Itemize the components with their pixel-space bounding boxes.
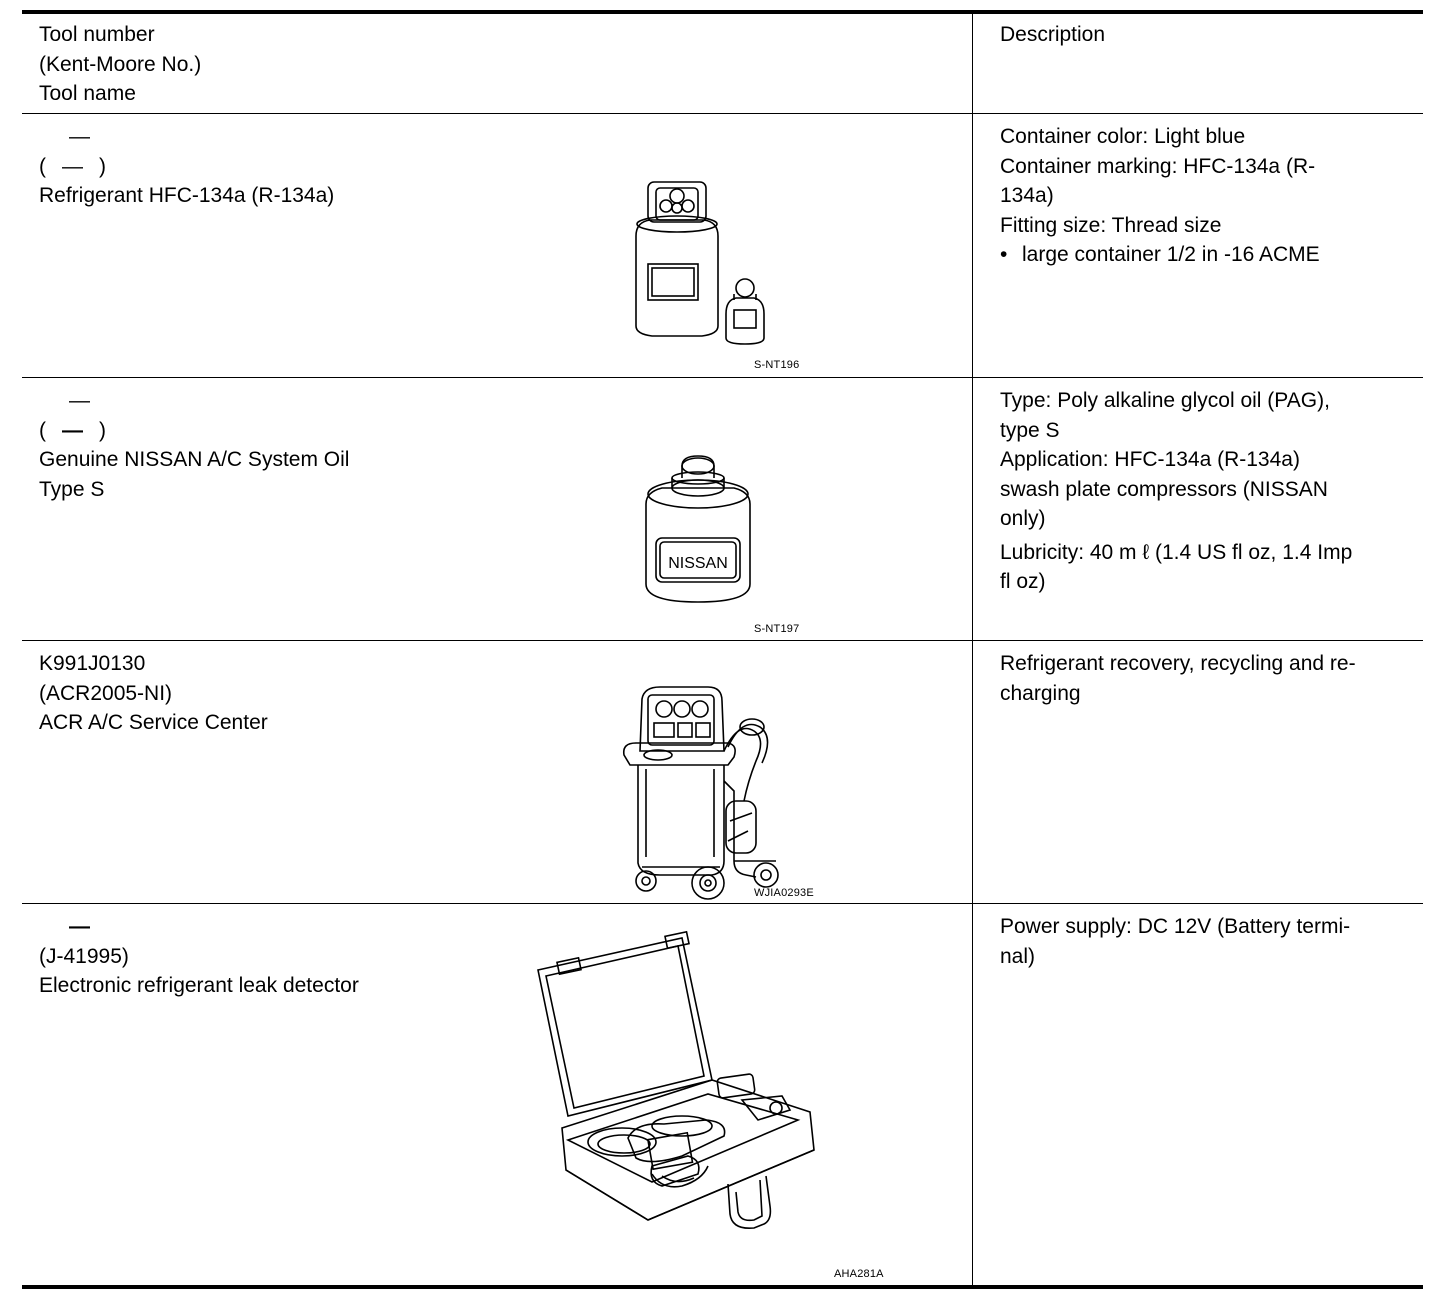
kent-moore-number: (—) <box>39 418 106 442</box>
row-divider <box>22 377 1423 378</box>
description-line: Container color: Light blue <box>1000 125 1246 148</box>
leak-detector-case-illustration <box>532 930 822 1240</box>
tool-number: — <box>69 125 90 148</box>
description-line: Refrigerant recovery, recycling and re- <box>1000 652 1356 675</box>
description-line: Type: Poly alkaline glycol oil (PAG), <box>1000 389 1330 412</box>
description-cell: Container color: Light blue Container ma… <box>1000 122 1410 270</box>
header-description: Description <box>1000 23 1106 46</box>
table-row: — (J-41995) Electronic refrigerant leak … <box>22 904 1423 1285</box>
table-top-rule <box>22 10 1423 14</box>
tool-name: Electronic refrigerant leak detector <box>39 974 359 997</box>
description-line: swash plate compressors (NISSAN <box>1000 477 1328 501</box>
special-service-tools-table: Tool number (Kent-Moore No.) Tool name D… <box>22 10 1423 1289</box>
tool-cell: — (J-41995) Electronic refrigerant leak … <box>39 912 939 1001</box>
description-line: Application: HFC-134a (R-134a) <box>1000 448 1300 471</box>
table-row: — (—) Refrigerant HFC-134a (R-134a) <box>22 114 1423 377</box>
header-tool-number: Tool number <box>39 23 155 46</box>
row-divider <box>22 640 1423 641</box>
tool-number: — <box>69 915 90 938</box>
table-row: K991J0130 (ACR2005-NI) ACR A/C Service C… <box>22 641 1423 903</box>
header-description-cell: Description <box>1000 20 1410 50</box>
tool-cell: K991J0130 (ACR2005-NI) ACR A/C Service C… <box>39 649 939 738</box>
bullet-item: •large container 1/2 in -16 ACME <box>1000 243 1320 266</box>
header-tool-name: Tool name <box>39 82 136 105</box>
table-header-row: Tool number (Kent-Moore No.) Tool name D… <box>22 14 1423 113</box>
tool-number: — <box>69 389 90 412</box>
figure-code: AHA281A <box>834 1268 884 1280</box>
column-divider <box>972 14 973 1285</box>
acr-service-center-illustration <box>616 681 796 901</box>
tool-name: Type S <box>39 477 105 501</box>
refrigerant-container-illustration <box>622 176 782 346</box>
table-row: — (—) Genuine NISSAN A/C System Oil Type… <box>22 378 1423 640</box>
kent-moore-number: (—) <box>39 154 106 178</box>
table-bottom-rule <box>22 1285 1423 1289</box>
tool-name: Genuine NISSAN A/C System Oil <box>39 448 350 471</box>
can-label: NISSAN <box>668 555 728 572</box>
description-line: 134a) <box>1000 184 1054 207</box>
figure-code: S-NT197 <box>754 623 800 635</box>
header-kent-moore: (Kent-Moore No.) <box>39 52 202 76</box>
tool-cell: — (—) Refrigerant HFC-134a (R-134a) <box>39 122 939 211</box>
row-divider <box>22 903 1423 904</box>
tool-name: Refrigerant HFC-134a (R-134a) <box>39 184 335 207</box>
description-line: Lubricity: 40 m ℓ (1.4 US fl oz, 1.4 Imp <box>1000 540 1353 564</box>
tool-name: ACR A/C Service Center <box>39 711 268 734</box>
figure-code: S-NT196 <box>754 359 800 371</box>
description-line: fl oz) <box>1000 570 1046 593</box>
tool-cell: — (—) Genuine NISSAN A/C System Oil Type… <box>39 386 939 504</box>
header-tool-cell: Tool number (Kent-Moore No.) Tool name <box>39 20 939 109</box>
figure-code: WJIA0293E <box>754 887 814 899</box>
description-line: Fitting size: Thread size <box>1000 213 1222 237</box>
description-line: Power supply: DC 12V (Battery termi- <box>1000 915 1351 938</box>
description-line: type S <box>1000 418 1060 442</box>
oil-can-illustration: NISSAN <box>638 444 758 604</box>
tool-number: K991J0130 <box>39 652 146 675</box>
description-cell: Power supply: DC 12V (Battery termi- nal… <box>1000 912 1410 971</box>
description-cell: Type: Poly alkaline glycol oil (PAG), ty… <box>1000 386 1410 597</box>
description-line: nal) <box>1000 944 1036 968</box>
description-line: only) <box>1000 507 1046 530</box>
description-line: charging <box>1000 681 1081 705</box>
row-divider <box>22 113 1423 114</box>
kent-moore-number: (J-41995) <box>39 944 129 968</box>
description-cell: Refrigerant recovery, recycling and re- … <box>1000 649 1410 708</box>
kent-moore-number: (ACR2005-NI) <box>39 681 173 705</box>
description-line: Container marking: HFC-134a (R- <box>1000 154 1316 178</box>
